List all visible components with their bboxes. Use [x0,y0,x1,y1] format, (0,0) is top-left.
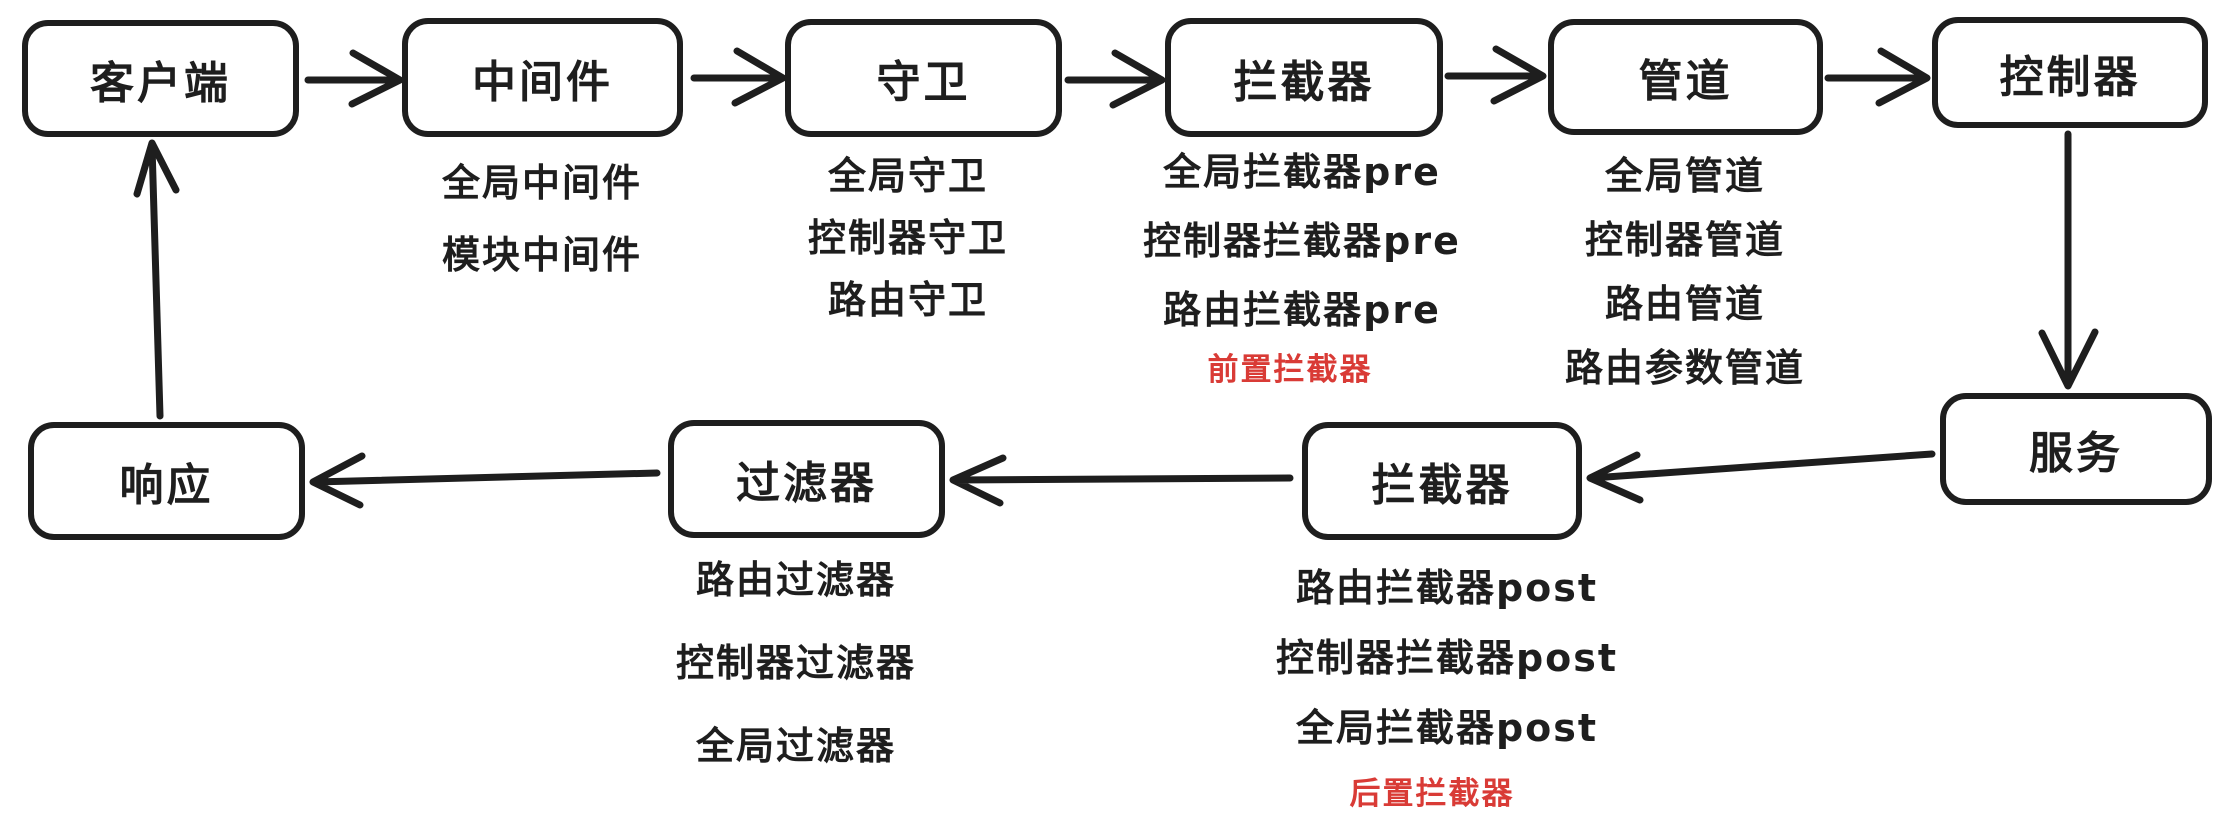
sublabels-interceptor-pre: 全局拦截器pre 控制器拦截器pre 路由拦截器pre [1143,149,1461,333]
node-response: 响应 [28,422,305,540]
sublabel-global-middleware: 全局中间件 [441,161,643,205]
node-guard: 守卫 [785,19,1062,137]
node-filter: 过滤器 [668,420,945,538]
arrow-interceptor-to-pipe [1444,45,1547,105]
note-pre-interceptor: 前置拦截器 [1207,352,1373,388]
arrow-client-to-middleware [304,49,404,108]
sublabel-global-pipe: 全局管道 [1604,154,1766,198]
sublabel-route-interceptor-pre: 路由拦截器pre [1163,288,1441,332]
sublabels-filter: 路由过滤器 控制器过滤器 全局过滤器 [676,557,916,769]
node-pipe-label: 管道 [1638,56,1733,107]
arrow-pipe-to-controller [1824,47,1931,107]
sublabel-controller-interceptor-post: 控制器拦截器post [1275,636,1619,680]
arrow-response-to-client [133,139,180,420]
sublabel-global-interceptor-pre: 全局拦截器pre [1163,150,1441,194]
sublabel-controller-filter: 控制器过滤器 [675,641,917,685]
sublabel-route-filter: 路由过滤器 [695,558,897,602]
arrow-middleware-to-guard [690,47,787,107]
arrow-controller-to-service [2038,130,2099,390]
node-response-label: 响应 [119,460,214,511]
node-controller: 控制器 [1932,17,2208,128]
node-interceptor-pre-label: 拦截器 [1233,56,1375,108]
sublabel-route-param-pipe: 路由参数管道 [1564,346,1806,390]
sublabel-controller-guard: 控制器守卫 [807,216,1009,260]
sublabel-controller-pipe: 控制器管道 [1584,218,1786,262]
node-interceptor-pre: 拦截器 [1165,18,1443,137]
sublabel-global-guard: 全局守卫 [827,154,989,198]
node-service: 服务 [1940,393,2212,505]
sublabels-interceptor-post: 路由拦截器post 控制器拦截器post 全局拦截器post [1276,565,1618,751]
arrow-guard-to-interceptor [1064,49,1166,109]
sublabel-route-pipe: 路由管道 [1604,282,1766,326]
sublabel-controller-interceptor-pre: 控制器拦截器pre [1143,219,1461,263]
node-interceptor-post: 拦截器 [1302,422,1582,540]
node-controller-label: 控制器 [1999,51,2141,103]
sublabels-pipe: 全局管道 控制器管道 路由管道 路由参数管道 [1565,153,1805,391]
note-post-interceptor: 后置拦截器 [1349,776,1515,812]
node-middleware-label: 中间件 [472,56,613,108]
node-service-label: 服务 [2029,428,2123,479]
node-middleware: 中间件 [402,18,683,137]
sublabel-route-guard: 路由守卫 [827,278,989,322]
node-pipe: 管道 [1548,19,1823,135]
sublabel-route-interceptor-post: 路由拦截器post [1295,566,1599,610]
node-guard-label: 守卫 [876,57,971,108]
arrow-interceptor-to-filter [949,454,1294,507]
sublabel-module-middleware: 模块中间件 [441,233,643,277]
arrow-service-to-interceptor [1586,450,1936,504]
node-interceptor-post-label: 拦截器 [1371,460,1513,511]
node-client: 客户端 [22,20,299,137]
sublabel-global-filter: 全局过滤器 [695,724,897,768]
sublabel-global-interceptor-post: 全局拦截器post [1295,706,1599,750]
node-filter-label: 过滤器 [736,458,877,509]
arrow-filter-to-response [309,452,661,509]
node-client-label: 客户端 [90,57,231,109]
sublabels-guard: 全局守卫 控制器守卫 路由守卫 [808,153,1008,323]
sublabels-middleware: 全局中间件 模块中间件 [442,160,642,278]
